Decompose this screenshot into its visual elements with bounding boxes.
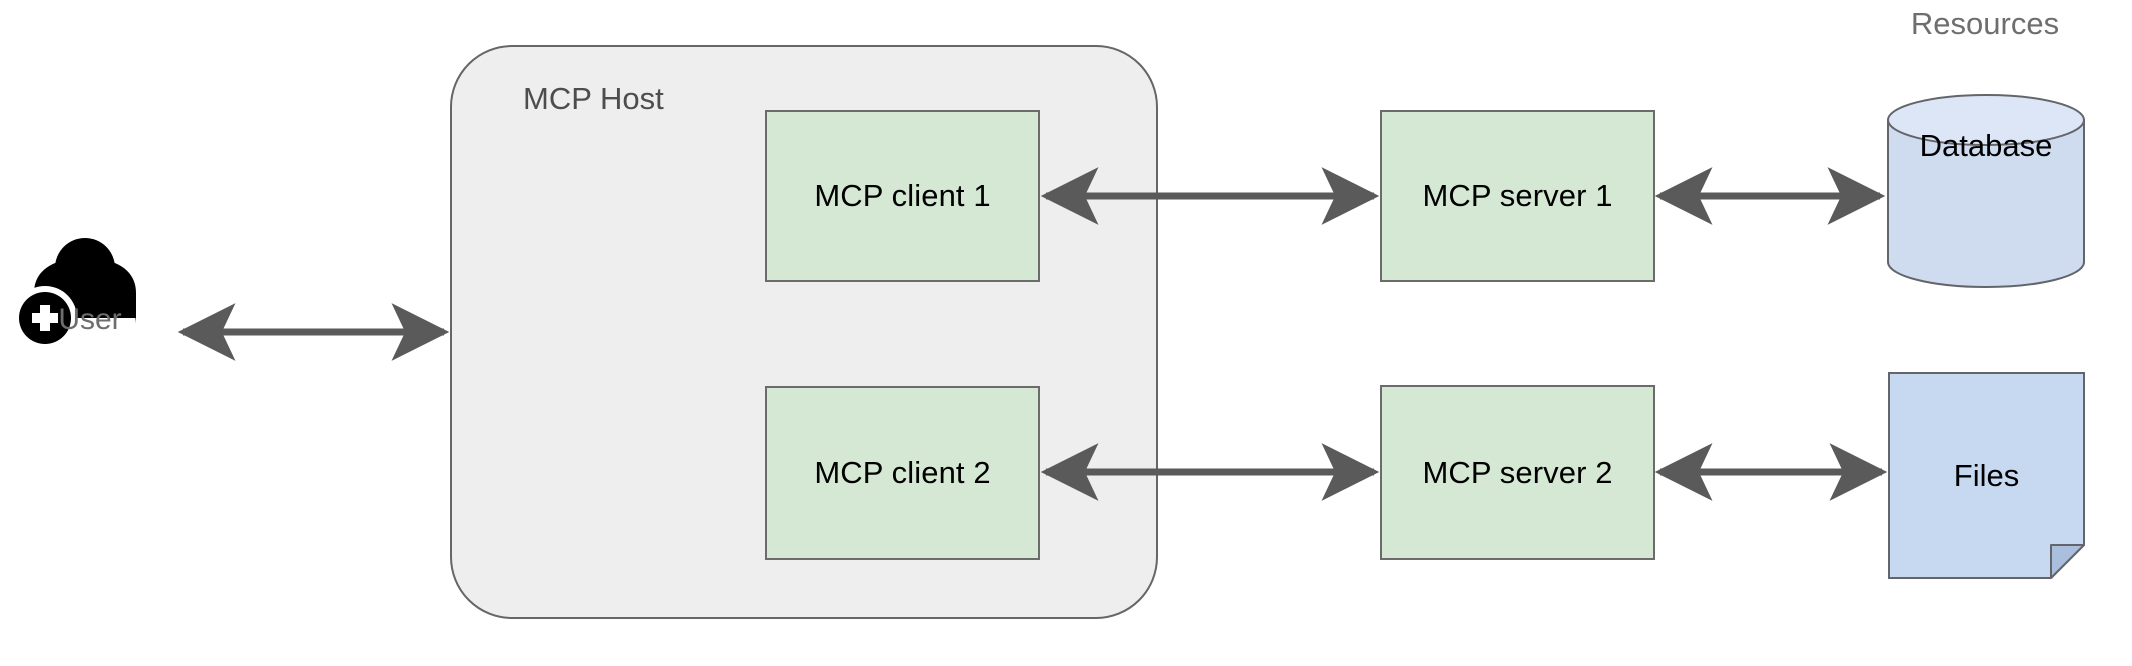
resources-group-label: Resources (1910, 6, 2060, 41)
mcp-client-1-label: MCP client 1 (814, 178, 991, 213)
files-label: Files (1953, 458, 2020, 493)
files-folded-corner (2050, 544, 2085, 579)
mcp-client-2-box[interactable]: MCP client 2 (765, 386, 1040, 560)
user-label: User (58, 303, 122, 336)
mcp-server-2-label: MCP server 2 (1422, 454, 1613, 490)
mcp-server-1-label: MCP server 1 (1422, 178, 1613, 213)
mcp-server-2-box[interactable]: MCP server 2 (1380, 385, 1655, 560)
mcp-client-1-box[interactable]: MCP client 1 (765, 110, 1040, 282)
mcp-server-1-box[interactable]: MCP server 1 (1380, 110, 1655, 282)
mcp-host-label: MCP Host (523, 81, 664, 116)
user-head-icon (55, 238, 115, 298)
mcp-client-2-label: MCP client 2 (814, 455, 991, 490)
database-label: Database (1919, 128, 2053, 163)
